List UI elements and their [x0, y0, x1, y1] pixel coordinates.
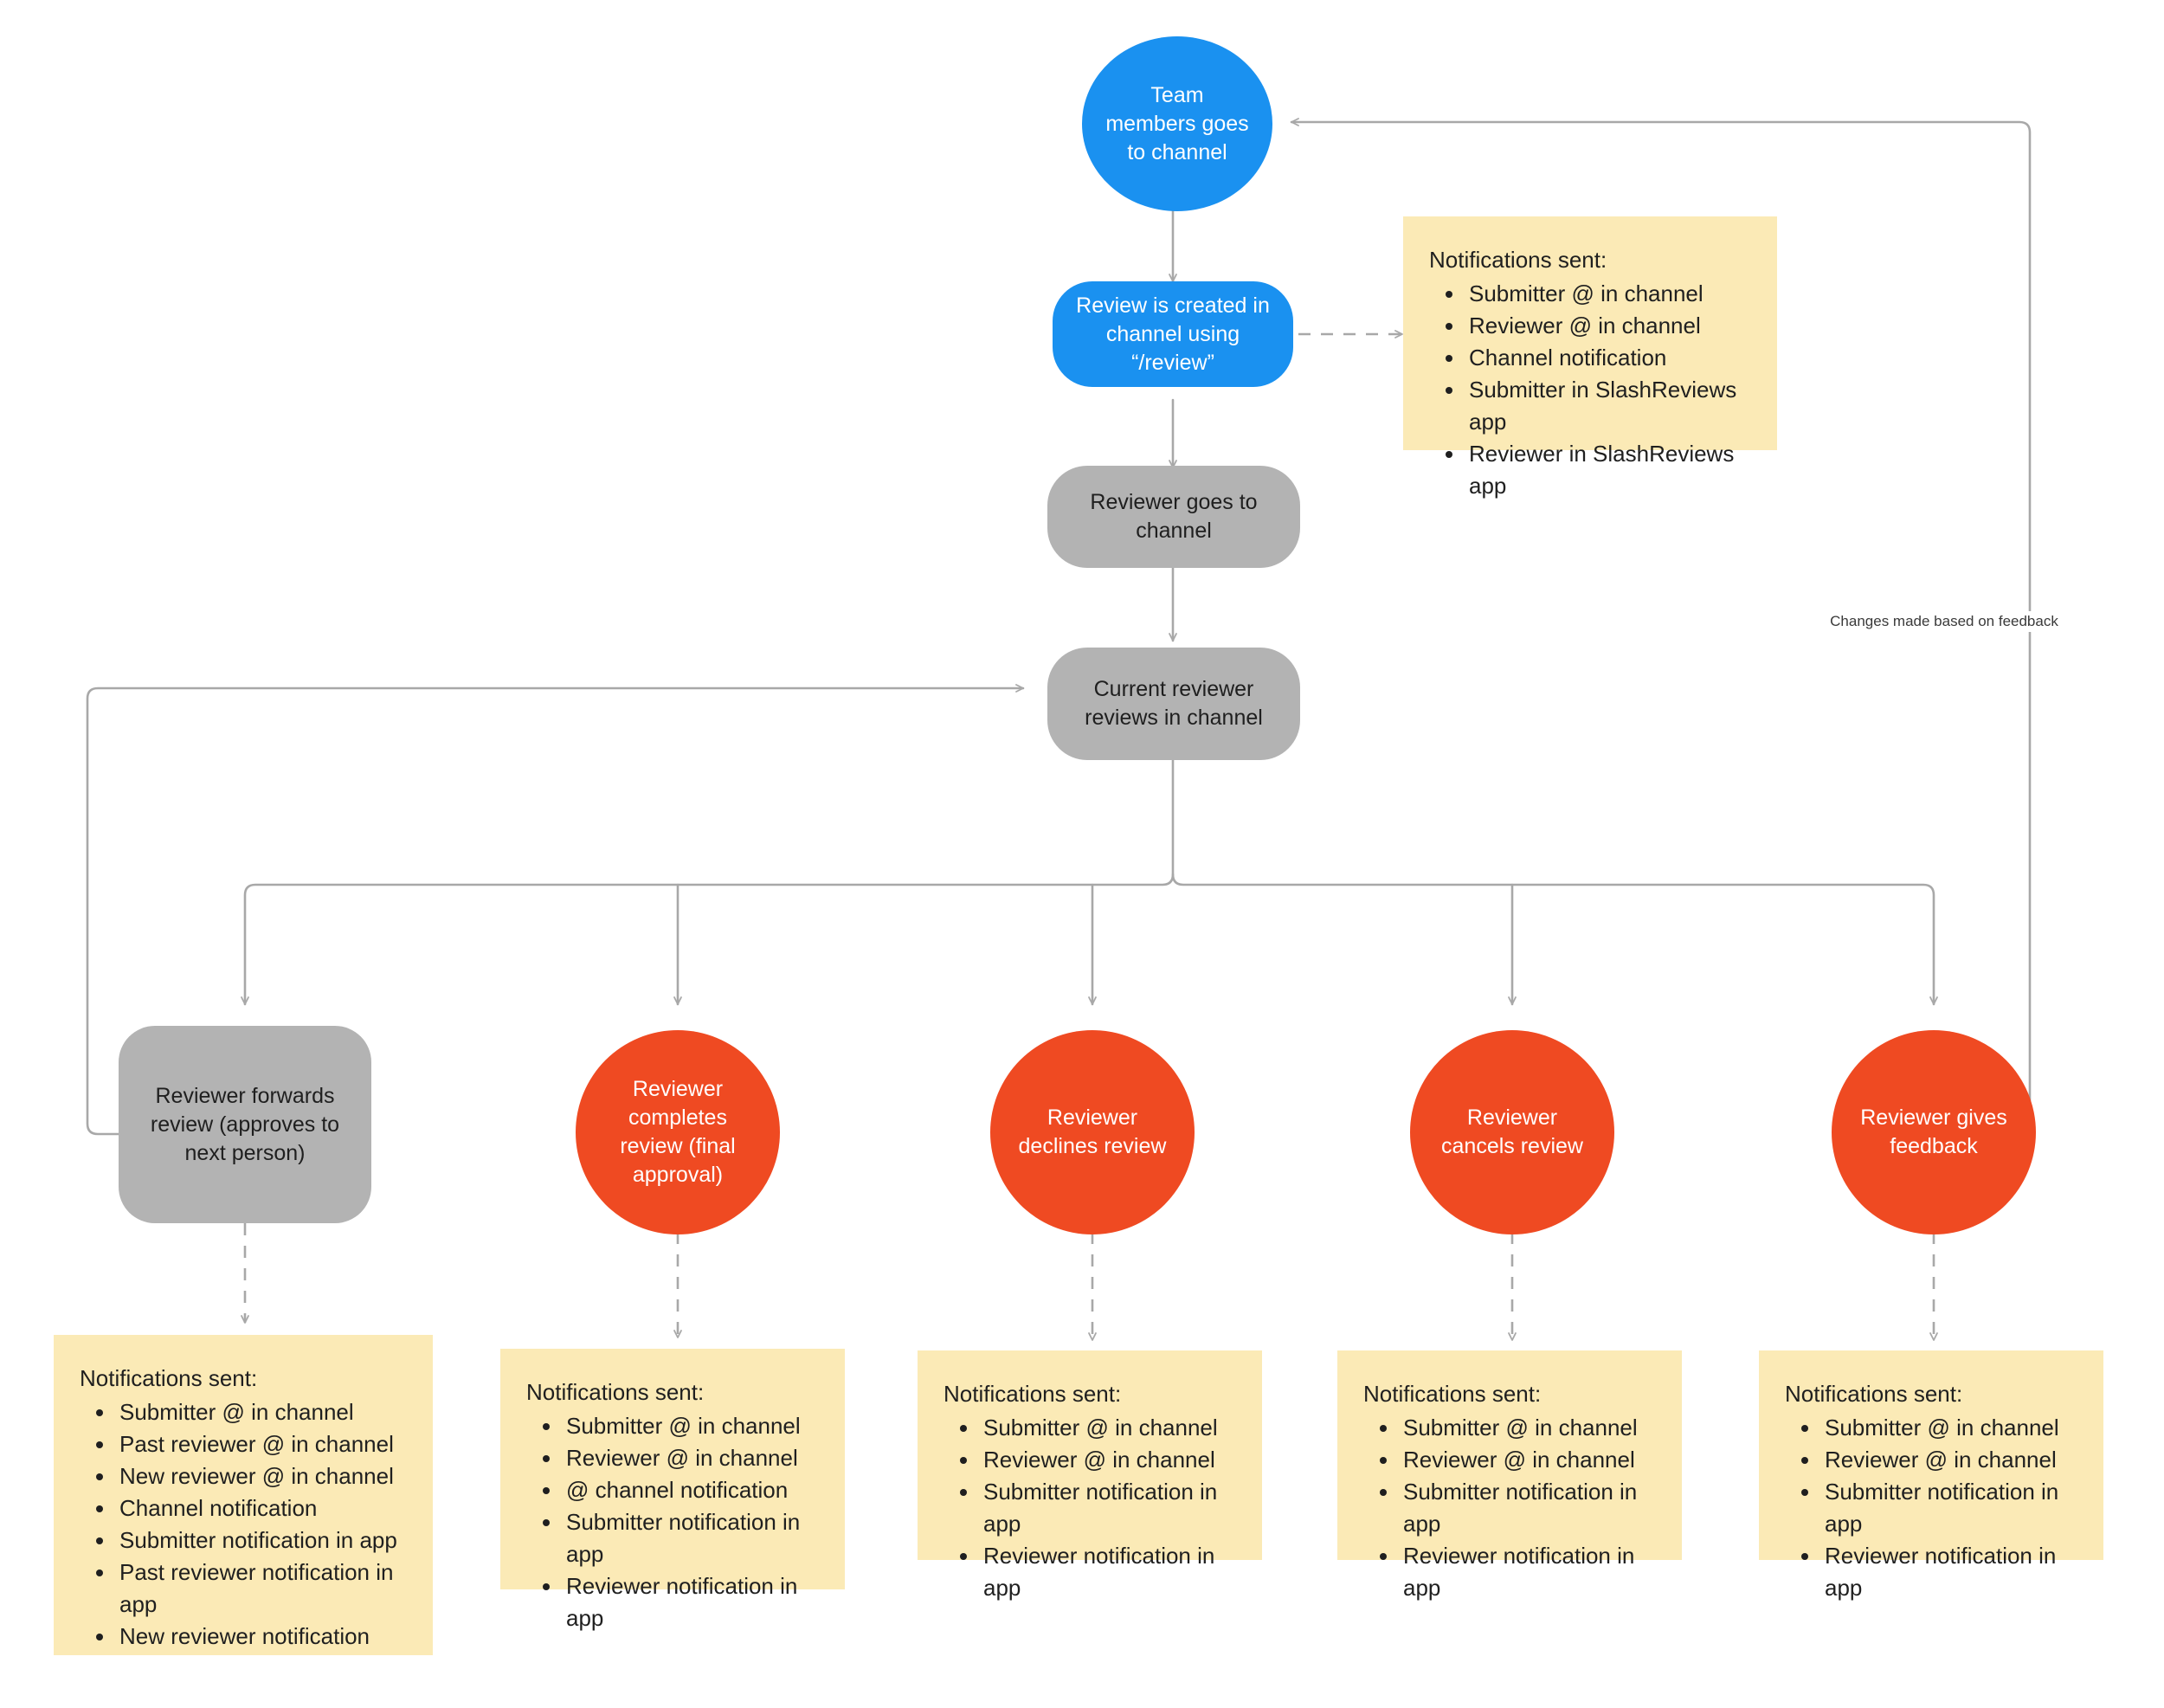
node-label: Reviewer declines review [1018, 1105, 1167, 1158]
note-list-item: Reviewer @ in channel [563, 1442, 819, 1474]
node-label: Reviewer gives feedback [1860, 1105, 2007, 1158]
node-label: Current reviewer reviews in channel [1085, 677, 1263, 730]
note-list: Submitter @ in channel Reviewer @ in cha… [1785, 1412, 2077, 1603]
node-current-reviewer-reviews[interactable]: Current reviewer reviews in channel [1047, 648, 1300, 760]
note-list-item: Submitter @ in channel [116, 1396, 407, 1428]
note-list-item: Channel notification [1465, 342, 1751, 374]
note-title: Notifications sent: [1363, 1381, 1542, 1407]
node-reviewer-gives-feedback[interactable]: Reviewer gives feedback [1832, 1030, 2036, 1234]
note-title: Notifications sent: [1429, 247, 1607, 273]
note-declines-notifications: Notifications sent: Submitter @ in chann… [918, 1350, 1262, 1601]
node-label: Reviewer completes review (final approva… [620, 1077, 736, 1187]
note-list: Submitter @ in channel Reviewer @ in cha… [526, 1410, 819, 1634]
node-label: Reviewer forwards review (approves to ne… [150, 1083, 340, 1165]
note-list-item: Submitter notification in app [563, 1506, 819, 1570]
note-cancels-notifications: Notifications sent: Submitter @ in chann… [1337, 1350, 1682, 1601]
note-list-item: Submitter notification in app [116, 1524, 407, 1557]
note-list-item: Submitter @ in channel [1400, 1412, 1656, 1444]
note-list-item: Past reviewer @ in channel [116, 1428, 407, 1460]
note-list-item: New reviewer @ in channel [116, 1460, 407, 1492]
note-list-item: Submitter notification in app [1821, 1476, 2077, 1540]
note-list-item: Reviewer @ in channel [1821, 1444, 2077, 1476]
note-list-item: Submitter notification in app [1400, 1476, 1656, 1540]
note-title: Notifications sent: [80, 1365, 258, 1391]
note-review-created-notifications: Notifications sent: Submitter @ in chann… [1403, 216, 1777, 499]
note-list-item: Channel notification [116, 1492, 407, 1524]
note-list-item: Submitter @ in channel [1465, 278, 1751, 310]
note-completes-notifications: Notifications sent: Submitter @ in chann… [500, 1349, 845, 1631]
note-feedback-notifications: Notifications sent: Submitter @ in chann… [1759, 1350, 2103, 1601]
note-list-item: Submitter in SlashReviews app [1465, 374, 1751, 438]
note-list: Submitter @ in channel Reviewer @ in cha… [1363, 1412, 1656, 1603]
note-list-item: Reviewer notification in app [563, 1570, 819, 1634]
note-list-item: New reviewer notification [116, 1621, 407, 1653]
node-reviewer-goes-to-channel[interactable]: Reviewer goes to channel [1047, 466, 1300, 568]
note-list: Submitter @ in channel Reviewer @ in cha… [1429, 278, 1751, 501]
node-label: Review is created in channel using “/rev… [1076, 293, 1270, 375]
note-title: Notifications sent: [526, 1379, 705, 1405]
note-list-item: Submitter @ in channel [1821, 1412, 2077, 1444]
node-reviewer-forwards-review[interactable]: Reviewer forwards review (approves to ne… [119, 1026, 371, 1223]
note-list-item: Submitter notification in app [980, 1476, 1236, 1540]
node-reviewer-declines-review[interactable]: Reviewer declines review [990, 1030, 1195, 1234]
note-list-item: Reviewer @ in channel [980, 1444, 1236, 1476]
node-team-members-goes-to-channel[interactable]: Team members goes to channel [1082, 36, 1272, 211]
note-list-item: Past reviewer notification in app [116, 1557, 407, 1621]
edge-current-to-feedback [1171, 873, 1938, 1006]
node-reviewer-completes-review[interactable]: Reviewer completes review (final approva… [576, 1030, 780, 1234]
note-list-item: Submitter @ in channel [980, 1412, 1236, 1444]
node-reviewer-cancels-review[interactable]: Reviewer cancels review [1410, 1030, 1614, 1234]
note-list-item: Reviewer notification in app [1400, 1540, 1656, 1604]
node-label: Reviewer cancels review [1441, 1105, 1583, 1158]
note-list-item: Reviewer @ in channel [1465, 310, 1751, 342]
node-label: Team members goes to channel [1105, 82, 1249, 164]
note-list-item: Reviewer @ in channel [1400, 1444, 1656, 1476]
edge-current-to-forwards [241, 758, 1175, 1006]
edge-label-changes-made-based-on-feedback: Changes made based on feedback [1825, 611, 2064, 632]
note-list-item: Reviewer notification in app [1821, 1540, 2077, 1604]
note-title: Notifications sent: [1785, 1381, 1963, 1407]
note-forwards-notifications: Notifications sent: Submitter @ in chann… [54, 1335, 433, 1655]
note-list-item: Submitter @ in channel [563, 1410, 819, 1442]
node-review-is-created[interactable]: Review is created in channel using “/rev… [1053, 281, 1293, 387]
note-list: Submitter @ in channel Past reviewer @ i… [80, 1396, 407, 1652]
note-list-item: Reviewer in SlashReviews app [1465, 438, 1751, 502]
note-title: Notifications sent: [944, 1381, 1122, 1407]
note-list: Submitter @ in channel Reviewer @ in cha… [944, 1412, 1236, 1603]
note-list-item: Reviewer notification in app [980, 1540, 1236, 1604]
note-list-item: @ channel notification [563, 1474, 819, 1506]
node-label: Reviewer goes to channel [1090, 490, 1258, 543]
